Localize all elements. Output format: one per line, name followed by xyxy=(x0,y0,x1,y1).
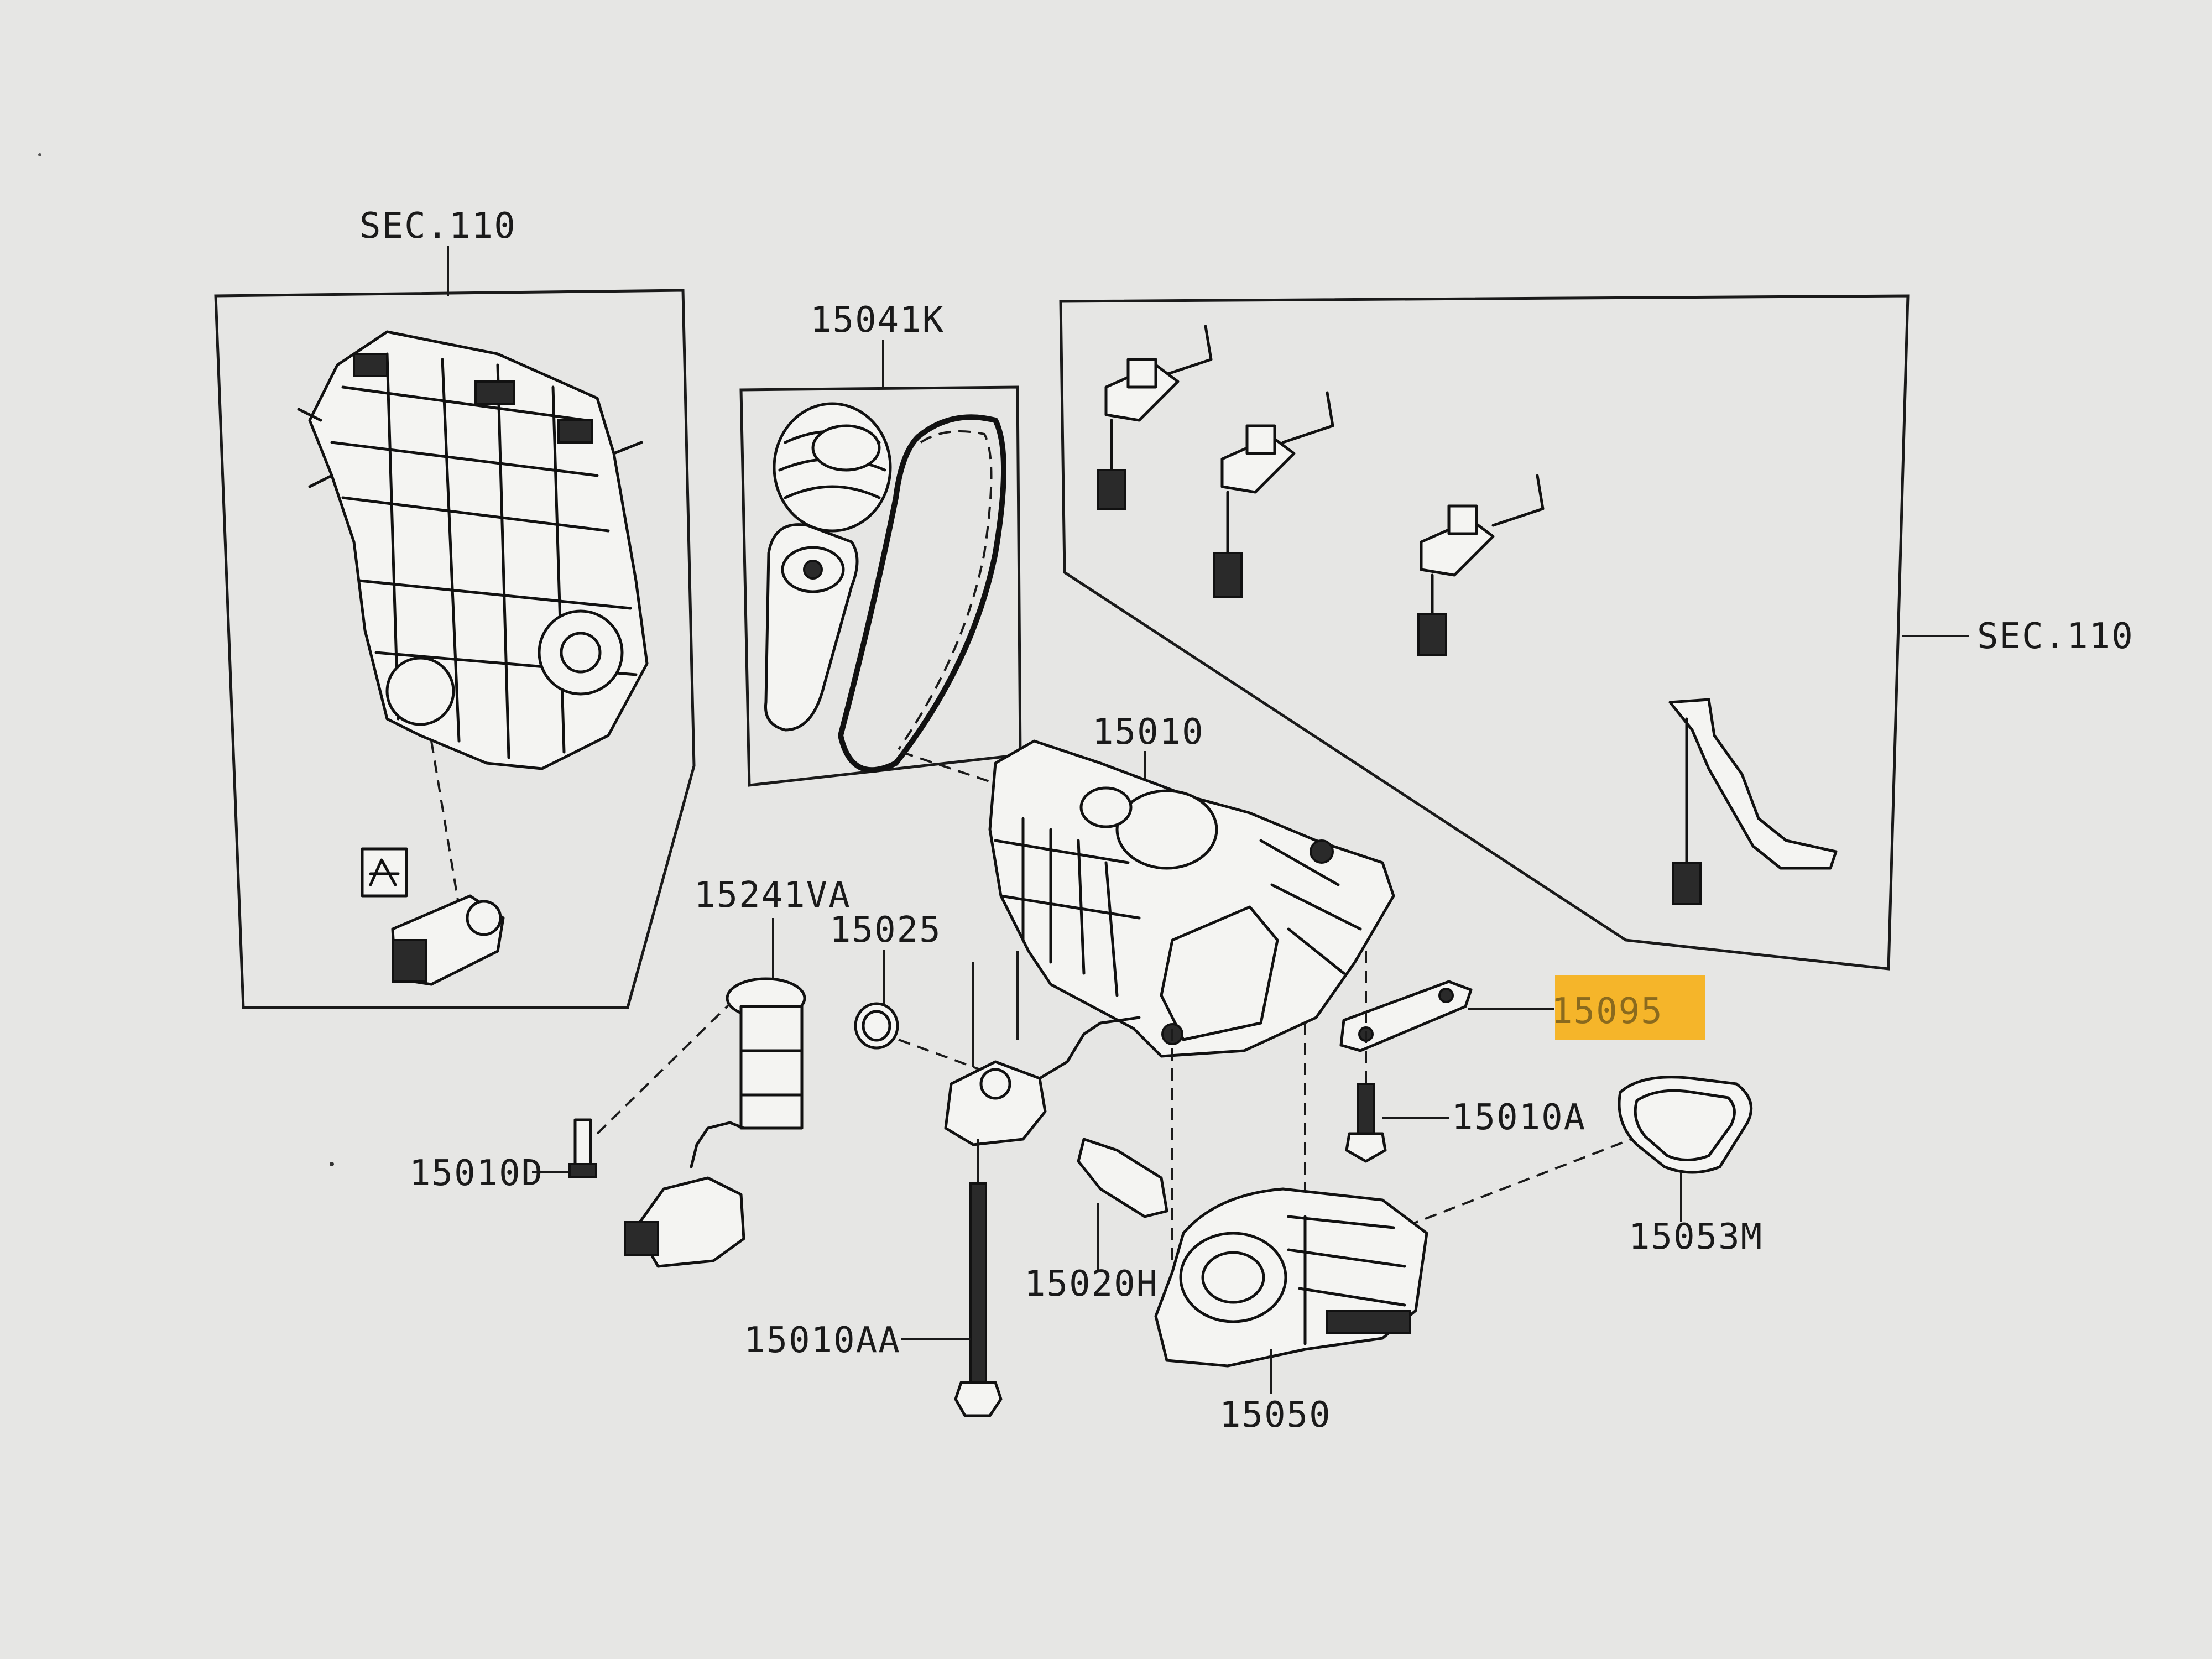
engine-block-illustration xyxy=(297,330,649,770)
label-15010A[interactable]: 15010A xyxy=(1452,1097,1586,1138)
label-15025[interactable]: 15025 xyxy=(830,910,942,951)
pump-valve-illustration xyxy=(944,951,1141,1146)
chain-guide-illustration xyxy=(773,402,892,533)
plate-15095-group: 15095 xyxy=(1339,975,1705,1052)
dust-speck xyxy=(38,153,41,156)
label-15041K[interactable]: 15041K xyxy=(810,300,945,341)
label-15010D[interactable]: 15010D xyxy=(409,1153,544,1194)
bracket-4-illustration xyxy=(1668,698,1838,905)
bracket-assembly-frame xyxy=(1059,294,1910,971)
label-15050[interactable]: 15050 xyxy=(1219,1395,1332,1436)
gasket-15053M-illustration xyxy=(1618,1076,1753,1174)
timing-chain-illustration xyxy=(838,414,1006,773)
label-sec110-right[interactable]: SEC.110 xyxy=(1977,616,2134,657)
dust-speck xyxy=(330,1162,334,1166)
bolt-15010A-illustration xyxy=(1357,1083,1375,1135)
solenoid-illustration xyxy=(624,977,806,1268)
oil-strainer-15050-group: 15050 xyxy=(1154,1023,1428,1436)
bolt-15010D-group: 15010D xyxy=(409,1118,597,1194)
gasket-15020H-group: 15020H xyxy=(1024,1138,1168,1305)
engine-sensor-illustration xyxy=(361,847,505,986)
oil-strainer-15050-illustration xyxy=(1154,1187,1428,1368)
o-ring-group: 15025 xyxy=(830,910,942,1050)
label-15241VA[interactable]: 15241VA xyxy=(694,875,851,916)
label-15010AA[interactable]: 15010AA xyxy=(744,1320,901,1361)
label-15053M[interactable]: 15053M xyxy=(1629,1217,1763,1258)
highlight-15095 xyxy=(1555,975,1705,1040)
long-bolt-15010AA-illustration xyxy=(954,1139,1003,1417)
bracket-2-illustration xyxy=(1213,391,1334,598)
solenoid-group: 15241VA xyxy=(624,875,851,1268)
timing-chain-kit-group: 15041K xyxy=(739,300,1022,787)
bracket-1-illustration xyxy=(1097,325,1213,510)
bolt-15010D-illustration xyxy=(573,1118,592,1168)
bracket-assembly-group: SEC.110 xyxy=(1059,294,2134,971)
label-15010AA-group: 15010AA xyxy=(744,1320,971,1361)
engine-assembly-frame xyxy=(214,289,696,1009)
gasket-15053M-group: 15053M xyxy=(1618,1076,1763,1258)
oil-pump-body-group: 15010 xyxy=(988,712,1395,1058)
gasket-15020H-illustration xyxy=(1077,1138,1168,1218)
chain-tensioner-illustration xyxy=(764,523,859,732)
bracket-3-illustration xyxy=(1417,474,1545,656)
label-15020H[interactable]: 15020H xyxy=(1024,1264,1159,1305)
oil-pump-body-illustration xyxy=(988,739,1395,1058)
label-sec110-engine[interactable]: SEC.110 xyxy=(359,206,517,247)
bolt-15010A-group: 15010A xyxy=(1345,951,1586,1163)
label-15010[interactable]: 15010 xyxy=(1092,712,1204,753)
label-15095[interactable]: 15095 xyxy=(1551,991,1663,1032)
engine-assembly-group: SEC.110 xyxy=(214,206,696,1009)
